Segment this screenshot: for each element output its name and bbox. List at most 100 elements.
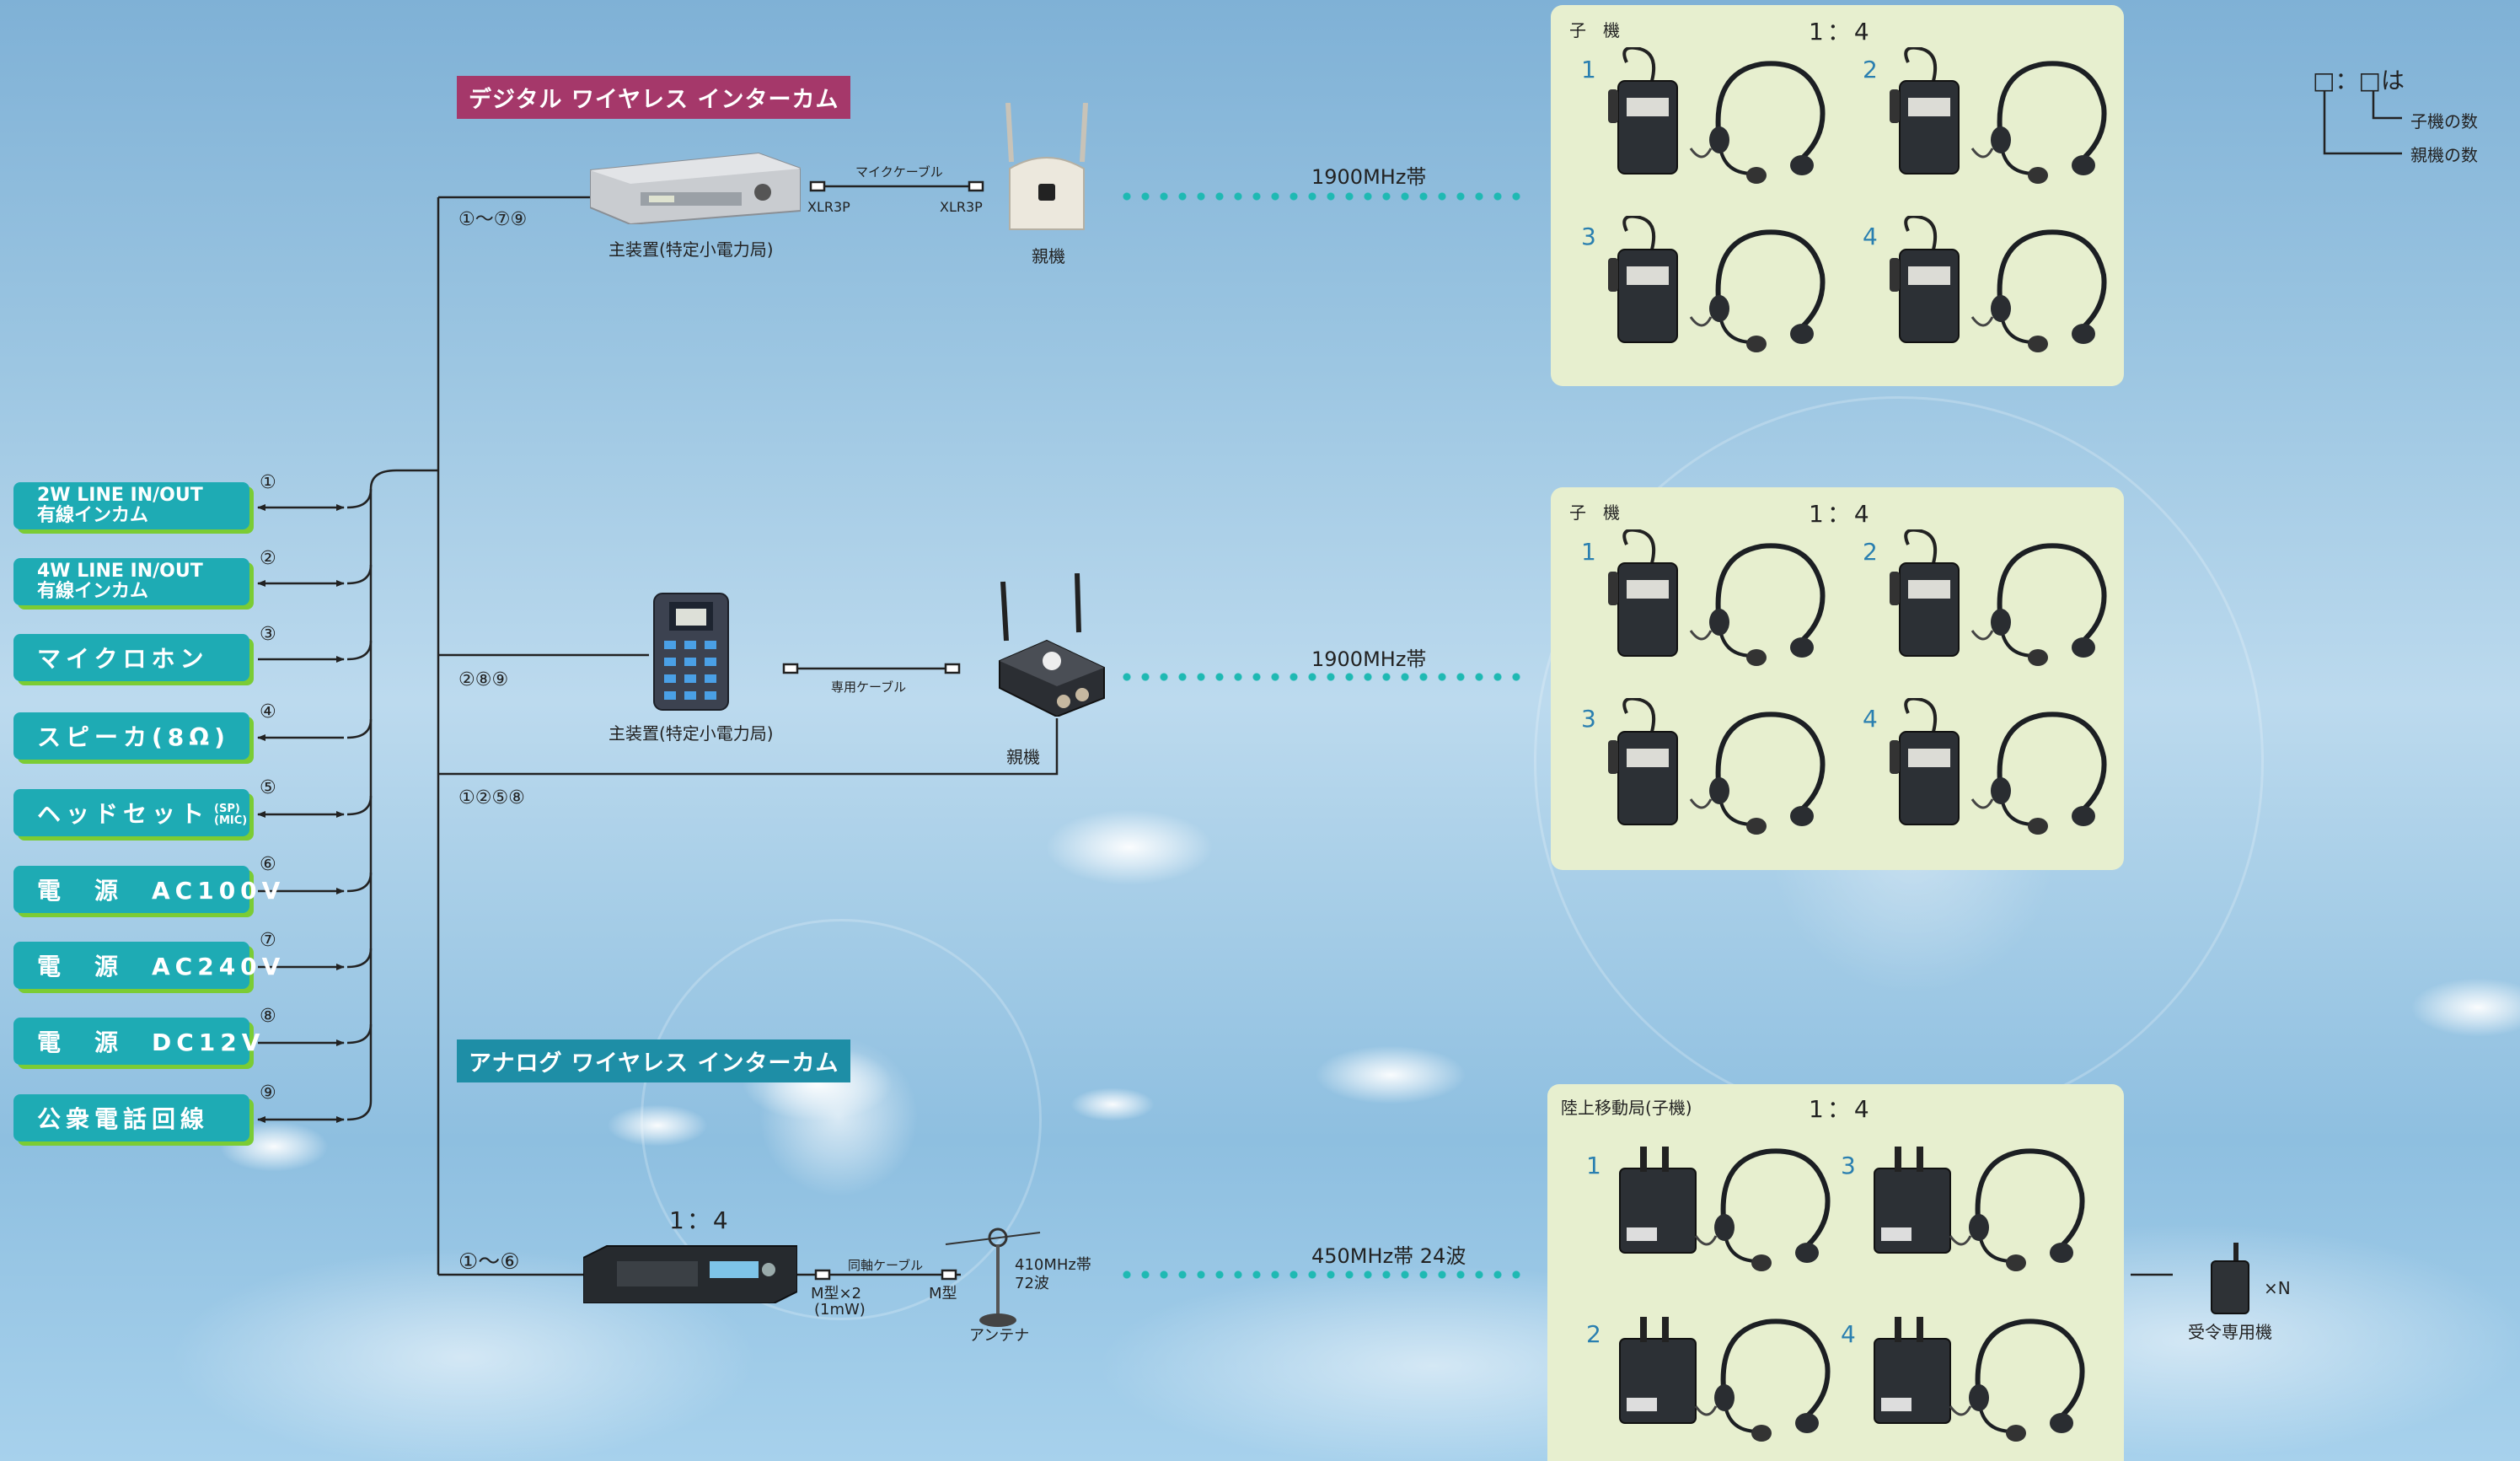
- input-number: ④: [260, 701, 276, 722]
- sky-glow: [1070, 1088, 1155, 1121]
- input-headset-row: ヘッドセット(SP)(MIC): [37, 796, 249, 830]
- wireless-band-label: 1900MHz帯: [1311, 165, 1427, 189]
- coax-cable-label: 同軸ケーブル: [848, 1258, 924, 1273]
- wireless-band-label: 1900MHz帯: [1311, 647, 1427, 671]
- wireless-link-3: [1118, 1270, 1525, 1279]
- dedicated-cable-label: 専用ケーブル: [831, 679, 907, 695]
- main-unit-label: 主装置(特定小電力局): [609, 723, 774, 744]
- handset-panel-2: 子 機 1：4 1 2 3 4: [1551, 487, 2124, 870]
- base-station-digital-2: [996, 572, 1107, 718]
- input-number: ⑦: [260, 930, 276, 951]
- unit-number: 2: [1863, 538, 1878, 566]
- handset-headset-icon: [1890, 47, 2107, 184]
- unit-number: 2: [1586, 1320, 1601, 1348]
- input-microphone: マイクロホン: [13, 634, 249, 681]
- input-power-ac100v-label: 電 源 AC100V: [37, 877, 286, 905]
- input-number: ⑤: [260, 777, 276, 798]
- input-number: ⑧: [260, 1006, 276, 1027]
- handset-headset-icon: [1608, 698, 1826, 835]
- panel-title: 陸上移動局(子機): [1561, 1098, 1692, 1118]
- legend-box-child: □: [2358, 67, 2381, 94]
- input-power-ac240v-label: 電 源 AC240V: [37, 953, 286, 980]
- main-unit-label: 主装置(特定小電力局): [609, 239, 774, 260]
- analog-ratio-label: 1：4: [669, 1206, 731, 1234]
- input-number: ②: [260, 548, 276, 569]
- header-digital-intercom: デジタル ワイヤレス インターカム: [457, 76, 851, 119]
- antenna-waves-label: 72波: [1015, 1275, 1049, 1292]
- branch-label-digital2-parent: ①②⑤⑧: [458, 787, 525, 808]
- wireless-link-2: [1118, 673, 1525, 681]
- handset-headset-icon: [1619, 1147, 1831, 1271]
- unit-number: 3: [1841, 1152, 1856, 1179]
- panel-ratio: 1：4: [1809, 500, 1873, 528]
- unit-number: 1: [1581, 538, 1596, 566]
- input-headset: ヘッドセット(SP)(MIC): [13, 789, 249, 836]
- panel-ratio: 1：4: [1809, 1095, 1873, 1123]
- legend-colon: ：: [2335, 67, 2359, 94]
- portable-main-unit: [651, 590, 732, 713]
- unit-number: 4: [1841, 1320, 1856, 1348]
- connector-m-type-x2: M型×2: [811, 1285, 862, 1303]
- wireless-link-1: [1118, 192, 1525, 201]
- headset-sp-label: (SP): [214, 803, 240, 815]
- input-number: ⑥: [260, 854, 276, 875]
- legend-suffix: は: [2380, 67, 2405, 94]
- receiver-label: 受令専用機: [2188, 1322, 2272, 1342]
- input-2w-line: 2W LINE IN/OUT 有線インカム: [13, 482, 249, 529]
- legend-child-count: 子機の数: [2410, 111, 2478, 132]
- input-2w-line-label: 2W LINE IN/OUT: [37, 485, 203, 506]
- wireless-band-label: 450MHz帯 24波: [1311, 1244, 1466, 1268]
- antenna-band-label: 410MHz帯: [1015, 1256, 1091, 1274]
- handset-headset-icon: [1874, 1147, 2085, 1271]
- panel-ratio: 1：4: [1809, 18, 1873, 46]
- input-headset-sp-mic: (SP)(MIC): [214, 803, 247, 827]
- input-headset-label: ヘッドセット: [37, 800, 210, 828]
- input-4w-line-sublabel: 有線インカム: [37, 581, 149, 602]
- unit-number: 4: [1863, 223, 1878, 250]
- panel-title: 子 機: [1569, 20, 1620, 40]
- handset-headset-icon: [1608, 529, 1826, 666]
- antenna-label: アンテナ: [969, 1327, 1030, 1345]
- handset-headset-icon: [1874, 1317, 2085, 1442]
- sky-glow: [1045, 809, 1214, 885]
- legend-parent-count: 親機の数: [2410, 145, 2478, 165]
- branch-label-digital2: ②⑧⑨: [458, 669, 509, 690]
- headset-mic-label: (MIC): [214, 814, 248, 827]
- input-power-ac100v: 電 源 AC100V: [13, 866, 286, 913]
- handset-headset-icon: [1890, 216, 2107, 352]
- base-station-label: 親機: [1032, 246, 1065, 266]
- handset-headset-icon: [1608, 216, 1826, 352]
- connector-m-type: M型: [929, 1285, 957, 1303]
- handset-headset-icon: [1890, 529, 2107, 666]
- legend-box-parent: □: [2313, 67, 2335, 94]
- unit-number: 3: [1581, 223, 1596, 250]
- connector-power-note: (1mW): [814, 1301, 866, 1319]
- panel-title: 子 機: [1569, 502, 1620, 523]
- input-number: ③: [260, 624, 276, 645]
- mic-cable-label: マイクケーブル: [855, 164, 943, 180]
- base-station-label: 親機: [1006, 747, 1040, 767]
- sky-glow: [1315, 1045, 1466, 1104]
- input-4w-line-label: 4W LINE IN/OUT: [37, 561, 203, 582]
- handset-headset-icon: [1890, 698, 2107, 835]
- input-power-dc12v: 電 源 DC12V: [13, 1018, 265, 1065]
- receiver-count: ×N: [2264, 1278, 2291, 1298]
- input-number: ①: [260, 472, 276, 493]
- receiver-device-icon: [2208, 1243, 2252, 1315]
- unit-number: 1: [1586, 1152, 1601, 1179]
- input-4w-line: 4W LINE IN/OUT 有線インカム: [13, 558, 249, 605]
- lens-ring: [641, 919, 1042, 1320]
- antenna-icon: [942, 1224, 1043, 1330]
- input-2w-line-sublabel: 有線インカム: [37, 505, 149, 526]
- input-power-dc12v-label: 電 源 DC12V: [37, 1029, 265, 1056]
- input-public-phone: 公衆電話回線: [13, 1094, 249, 1141]
- connector-xlr3p-right: XLR3P: [940, 199, 983, 215]
- input-speaker-label: スピーカ(8Ω): [37, 723, 230, 751]
- sky-glow: [2410, 978, 2520, 1037]
- handset-headset-icon: [1608, 47, 1826, 184]
- input-number: ⑨: [260, 1082, 276, 1104]
- input-power-ac240v: 電 源 AC240V: [13, 942, 286, 989]
- unit-number: 2: [1863, 56, 1878, 83]
